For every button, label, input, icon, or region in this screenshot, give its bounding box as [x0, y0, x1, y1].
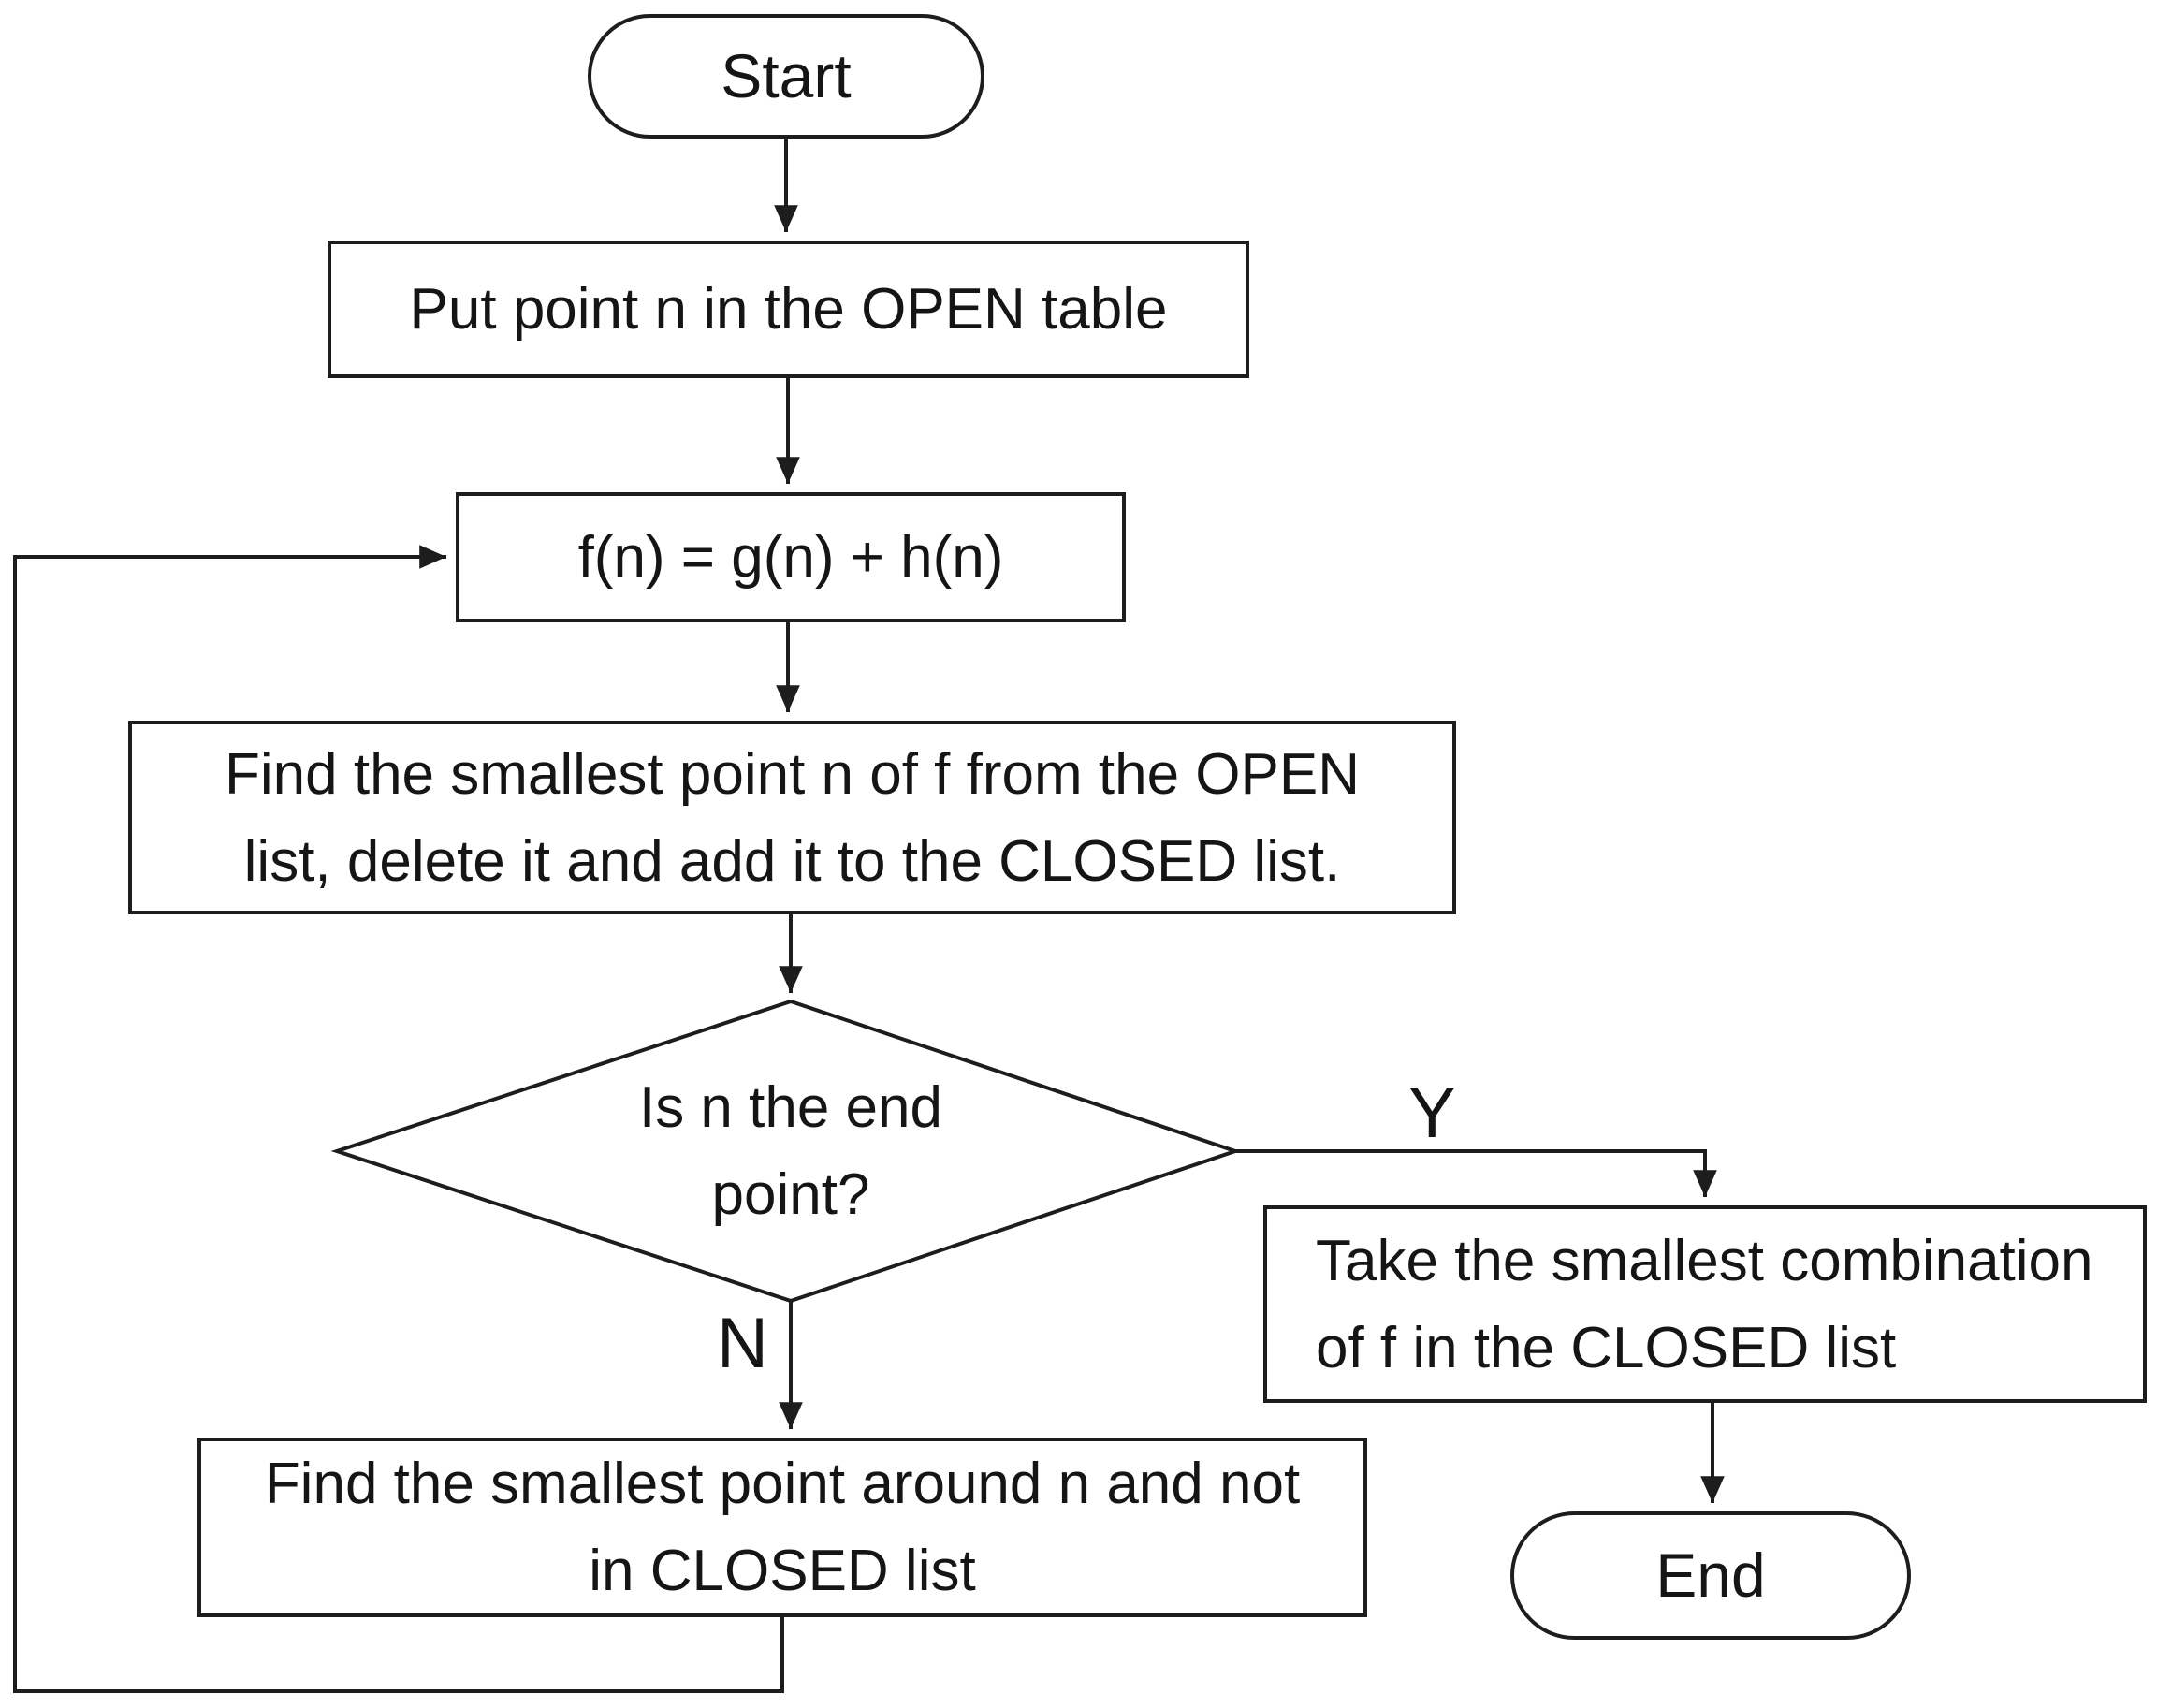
edge-decision-yes: [1235, 1149, 1717, 1197]
node-find-smallest-around: Find the smallest point around n and not…: [197, 1438, 1367, 1617]
node-decision-label: Is n the end point?: [604, 1025, 978, 1277]
node-find-smallest-open: Find the smallest point n of f from the …: [128, 721, 1456, 914]
node-decision-label-text: Is n the end point?: [638, 1075, 943, 1227]
node-end: End: [1510, 1511, 1911, 1640]
node-formula-label: f(n) = g(n) + h(n): [577, 525, 1004, 590]
edge-label-no: N: [717, 1304, 768, 1383]
node-take-smallest: Take the smallest combination of f in th…: [1263, 1205, 2147, 1403]
node-find-smallest-open-label: Find the smallest point n of f from the …: [225, 741, 1360, 894]
node-start: Start: [588, 14, 984, 139]
node-take-smallest-label: Take the smallest combination of f in th…: [1316, 1228, 2093, 1380]
node-find-smallest-around-label: Find the smallest point around n and not…: [264, 1452, 1301, 1603]
edge-label-yes: Y: [1408, 1073, 1456, 1153]
edge-loop-back-to-formula: [13, 545, 784, 1693]
node-start-label: Start: [721, 41, 852, 110]
node-put-point-label: Put point n in the OPEN table: [409, 277, 1168, 342]
node-put-point: Put point n in the OPEN table: [328, 241, 1249, 378]
node-end-label: End: [1655, 1540, 1766, 1610]
node-formula: f(n) = g(n) + h(n): [456, 492, 1126, 622]
